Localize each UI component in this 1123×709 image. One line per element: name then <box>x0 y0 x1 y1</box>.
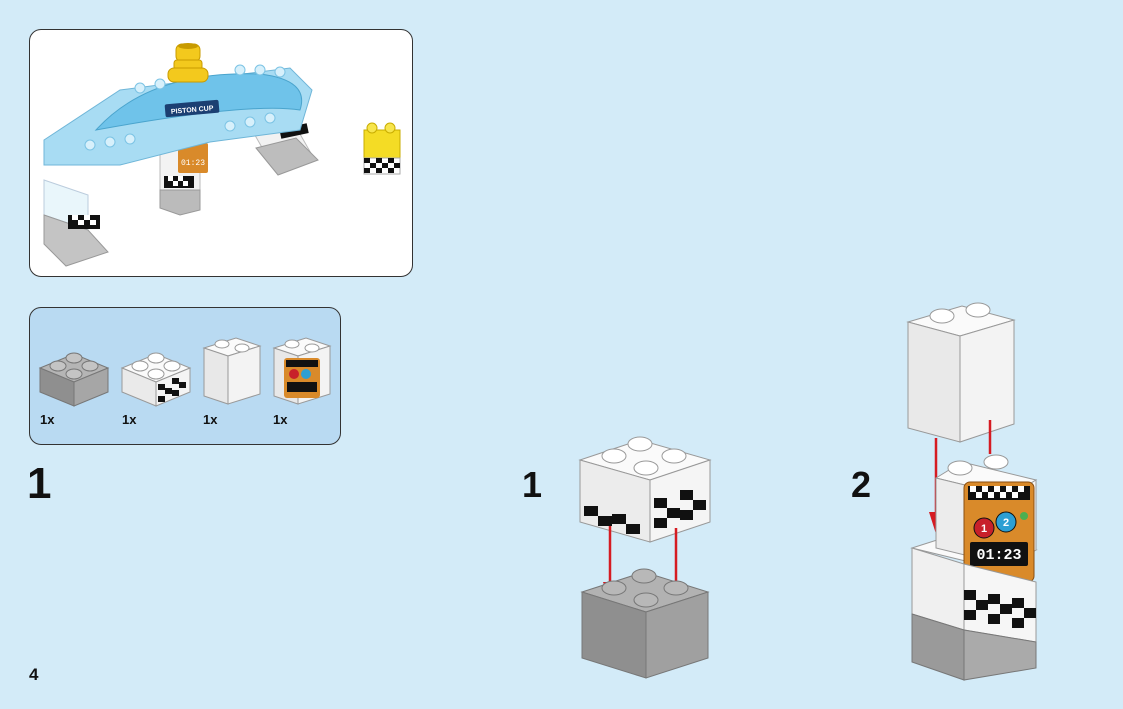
part-white-brick-2x2-checkered <box>120 352 192 407</box>
racer-number-1: 1 <box>981 523 987 535</box>
racer-number-2: 2 <box>1003 517 1009 529</box>
banner-text: PISTON CUP <box>171 105 214 116</box>
part-gray-brick-2x2 <box>38 352 110 407</box>
substep-2-illustration: 1 2 01:23 <box>906 302 1038 681</box>
substep-1-illustration <box>578 436 712 679</box>
substep-1-number: 1 <box>522 464 543 505</box>
part-qty-white-tall-timer: 1x <box>273 412 288 427</box>
part-qty-white-checkered: 1x <box>122 412 137 427</box>
part-qty-gray-brick: 1x <box>40 412 55 427</box>
part-white-brick-1x2-tall <box>202 337 262 405</box>
preview-timer-text: 01:23 <box>181 159 205 168</box>
model-preview-illustration: 01:23 PISTON CUP <box>43 43 401 267</box>
page-number: 4 <box>29 665 39 684</box>
substep-2-number: 2 <box>851 464 872 505</box>
part-qty-white-tall: 1x <box>203 412 218 427</box>
timer-display-text: 01:23 <box>976 547 1021 564</box>
part-white-brick-1x2-tall-timer <box>272 337 332 405</box>
parts-list-panel: 1x 1x 1x 1x <box>29 307 341 445</box>
step-number: 1 <box>27 459 52 508</box>
model-preview-panel: 01:23 PISTON CUP <box>29 29 413 277</box>
